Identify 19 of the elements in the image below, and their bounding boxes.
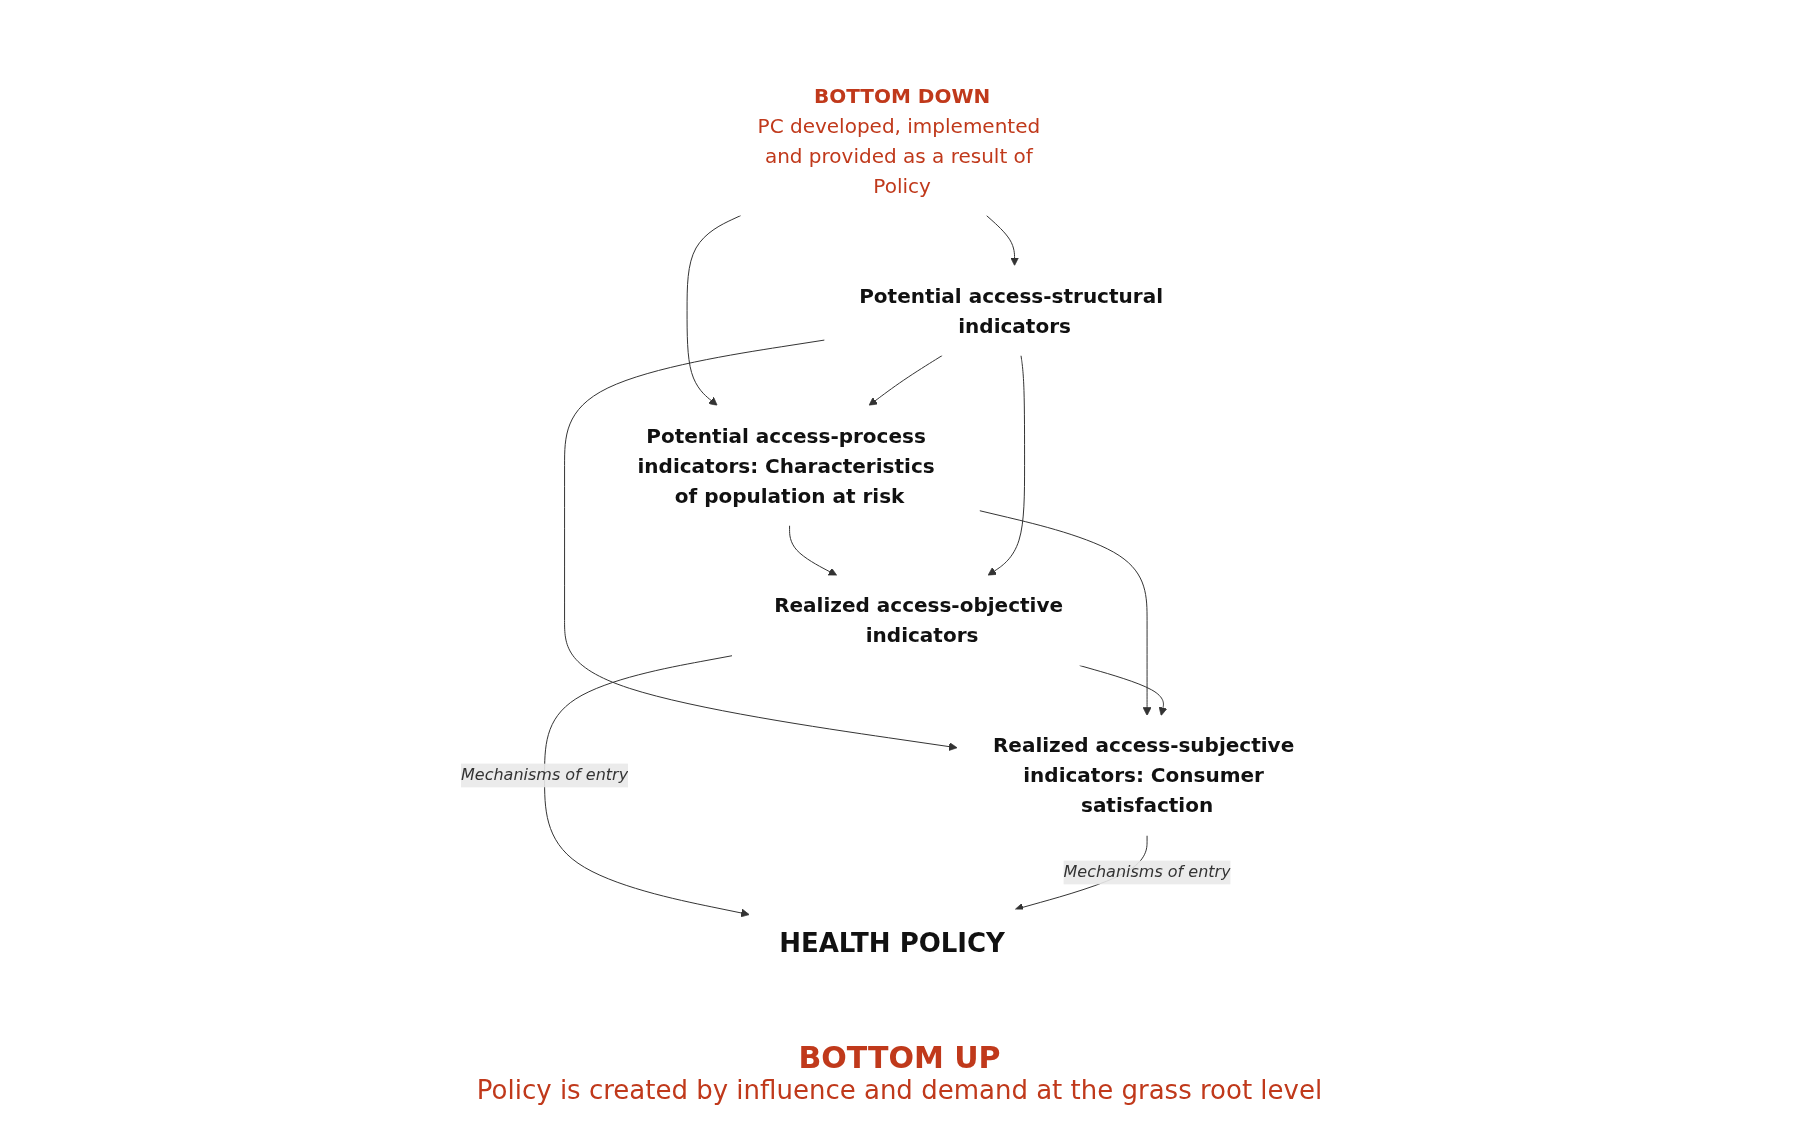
node-text: Potential access-structural indicators <box>859 283 1164 338</box>
arrow <box>869 355 944 406</box>
note-text: Policy is created by influence and demand at the grass root level <box>476 1075 1323 1105</box>
heading-text: BOTTOM UP <box>797 1040 1002 1075</box>
node-text: Realized access-subjective indicators: Consumer satisfaction <box>993 733 1295 818</box>
edge-label: Mechanisms of entry <box>1063 862 1232 882</box>
node-text: BOTTOM DOWN PC developed, implemented and provided as a result of Policy <box>758 83 1041 198</box>
arrow <box>564 339 958 751</box>
node-text: Potential access-process indicators: Characteristics of population at risk <box>637 423 936 508</box>
node-text: Realized access-objective indicators <box>774 593 1064 648</box>
arrow <box>979 510 1152 716</box>
arrow <box>687 215 742 406</box>
node-text: HEALTH POLICY <box>779 928 1006 959</box>
arrow <box>986 215 1020 266</box>
edge-label: Mechanisms of entry <box>461 765 629 785</box>
arrow <box>789 525 838 576</box>
arrow <box>544 655 751 918</box>
arrow <box>1079 665 1168 716</box>
arrow <box>988 355 1026 576</box>
